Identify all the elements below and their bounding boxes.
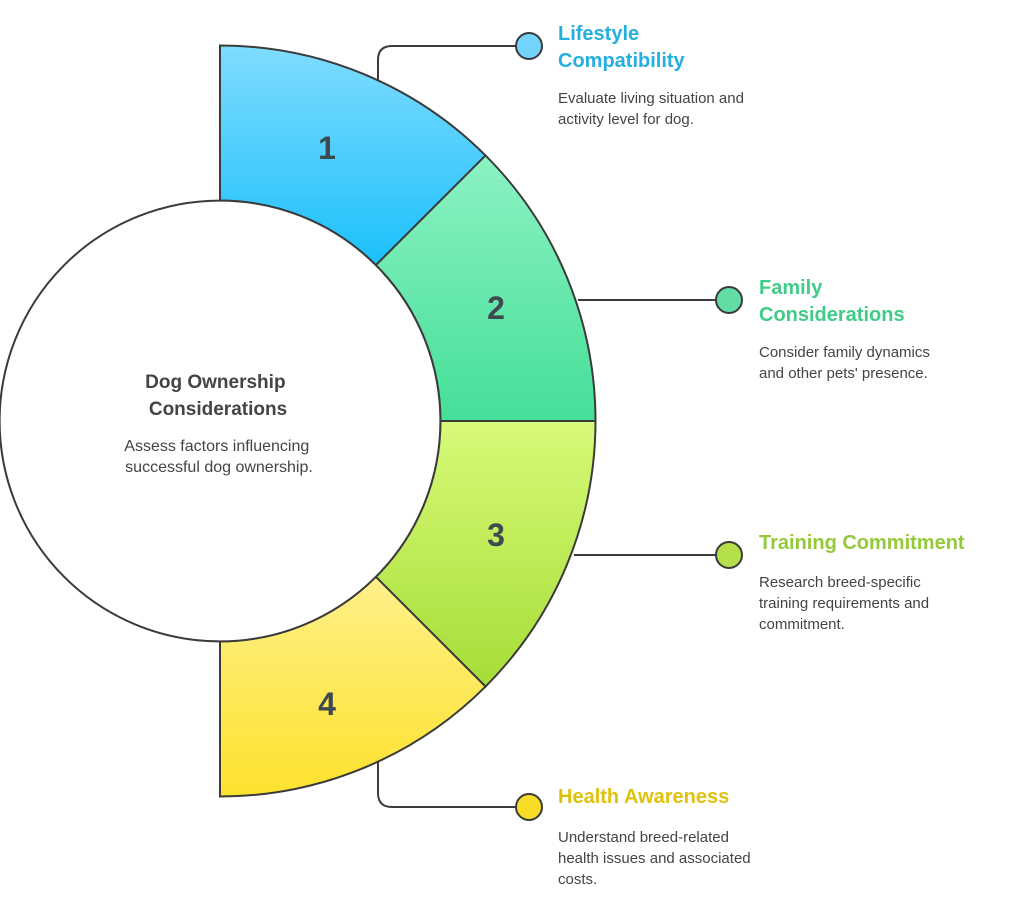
item-dot-4: [515, 793, 543, 821]
center-description: Assess factors influencing successful do…: [124, 438, 313, 476]
item-dot-3: [715, 541, 743, 569]
item-title-2: Family Considerations: [759, 277, 905, 326]
item-description-2: Consider family dynamics and other pets'…: [759, 344, 934, 382]
item-title-4: Health Awareness: [558, 786, 729, 808]
segment-number-2: 2: [487, 290, 505, 326]
connector-4: [377, 762, 516, 808]
connector-1: [377, 45, 516, 80]
item-dot-2: [715, 286, 743, 314]
item-title-1: Lifestyle Compatibility: [558, 23, 686, 72]
center-title: Dog Ownership Considerations: [145, 372, 291, 420]
center-circle: [0, 199, 442, 643]
segment-number-4: 4: [318, 686, 336, 722]
item-description-1: Evaluate living situation and activity l…: [558, 90, 748, 128]
item-description-4: Understand breed-related health issues a…: [558, 829, 755, 888]
item-title-3: Training Commitment: [759, 532, 965, 554]
segment-number-1: 1: [318, 130, 336, 166]
item-description-3: Research breed-specific training require…: [759, 574, 933, 633]
segment-number-3: 3: [487, 517, 505, 553]
item-dot-1: [515, 32, 543, 60]
